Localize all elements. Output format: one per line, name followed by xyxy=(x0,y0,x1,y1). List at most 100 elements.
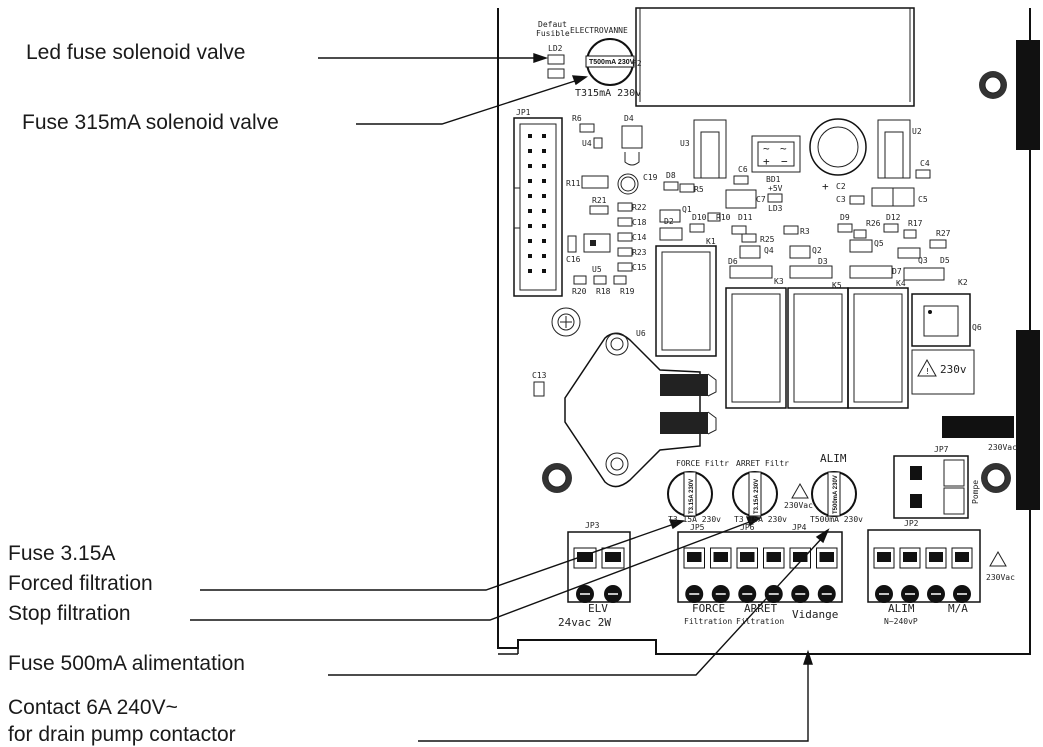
svg-text:R22: R22 xyxy=(632,203,647,212)
callout-stop-filtration: Stop filtration xyxy=(8,602,131,625)
svg-text:BD1: BD1 xyxy=(766,175,781,184)
terminal-jp3 xyxy=(567,531,631,603)
fuse-row: FORCE Filtr ARRET Filtr ALIM T3.15A 230V… xyxy=(667,452,863,524)
callout-fuse-500ma: Fuse 500mA alimentation xyxy=(8,652,245,675)
svg-text:R26: R26 xyxy=(866,219,881,228)
svg-text:C16: C16 xyxy=(566,255,581,264)
label-defaut: Defaut xyxy=(538,20,567,29)
header-jp1: JP1 xyxy=(513,108,563,297)
svg-text:Q1: Q1 xyxy=(682,205,692,214)
label-ld2: LD2 xyxy=(548,44,563,53)
relay-k4 xyxy=(847,287,909,409)
svg-text:ALIM: ALIM xyxy=(888,602,915,615)
svg-text:R23: R23 xyxy=(632,248,647,257)
svg-text:D12: D12 xyxy=(886,213,901,222)
svg-text:R20: R20 xyxy=(572,287,587,296)
svg-text:R5: R5 xyxy=(694,185,704,194)
svg-text:JP7: JP7 xyxy=(934,445,949,454)
svg-text:ELV: ELV xyxy=(588,602,608,615)
svg-text:230Vac: 230Vac xyxy=(784,501,813,510)
svg-text:C4: C4 xyxy=(920,159,930,168)
svg-text:K5: K5 xyxy=(832,281,842,290)
svg-text:R21: R21 xyxy=(592,196,607,205)
svg-text:C3: C3 xyxy=(836,195,846,204)
label-f2: F2 xyxy=(632,59,642,68)
svg-text:ARRET Filtr: ARRET Filtr xyxy=(736,459,789,468)
solenoid-fuse-block: Defaut Fusible ELECTROVANNE LD2 T500mA 2… xyxy=(536,20,642,99)
svg-text:C5: C5 xyxy=(918,195,928,204)
svg-text:+5V: +5V xyxy=(768,184,783,193)
svg-text:K1: K1 xyxy=(706,237,716,246)
svg-text:Q4: Q4 xyxy=(764,246,774,255)
svg-text:JP3: JP3 xyxy=(585,521,600,530)
svg-text:U5: U5 xyxy=(592,265,602,274)
svg-text:T500mA 230V: T500mA 230V xyxy=(833,475,839,514)
relay-k5 xyxy=(787,287,849,409)
svg-text:D10: D10 xyxy=(692,213,707,222)
svg-text:24vac 2W: 24vac 2W xyxy=(558,616,611,629)
fuse-arret: T3.15A 230V xyxy=(732,471,778,517)
driver-components: D10 R10 D11 R3 D9 R26 D12 R17 R27 K1 R25… xyxy=(689,212,968,290)
terminal-blocks: JP3 ELV 24vac 2W JP5 JP6 JP4 FORCE ARRET… xyxy=(558,519,1015,629)
svg-text:D9: D9 xyxy=(840,213,850,222)
terminal-jp2 xyxy=(867,529,981,603)
svg-text:D11: D11 xyxy=(738,213,753,222)
callout-labels: Led fuse solenoid valve Fuse 315mA solen… xyxy=(8,41,279,746)
warning-230v: 230v xyxy=(940,363,967,376)
svg-text:JP1: JP1 xyxy=(516,108,531,117)
svg-text:D7: D7 xyxy=(892,267,902,276)
svg-text:R18: R18 xyxy=(596,287,611,296)
svg-text:ALIM: ALIM xyxy=(820,452,847,465)
svg-text:R25: R25 xyxy=(760,235,775,244)
led-ld2 xyxy=(547,54,565,65)
svg-text:Filtration: Filtration xyxy=(684,617,732,626)
svg-text:M/A: M/A xyxy=(948,602,968,615)
svg-text:Q5: Q5 xyxy=(874,239,884,248)
svg-text:230Vac: 230Vac xyxy=(988,443,1017,452)
callout-forced-filtration: Forced filtration xyxy=(8,572,153,595)
svg-text:C2: C2 xyxy=(836,182,846,191)
capacitor-c2 xyxy=(809,118,867,176)
fuse-f2-rating: T500mA 230V xyxy=(589,59,635,66)
svg-text:Filtration: Filtration xyxy=(736,617,784,626)
svg-text:FORCE Filtr: FORCE Filtr xyxy=(676,459,729,468)
svg-text:K3: K3 xyxy=(774,277,784,286)
svg-text:C19: C19 xyxy=(643,173,658,182)
relays: Q6 ! 230v xyxy=(655,245,982,409)
svg-text:+: + xyxy=(763,155,770,168)
mounting-hardware: C13 U6 230Vac xyxy=(532,40,1040,510)
svg-text:!: ! xyxy=(925,367,930,376)
svg-text:+: + xyxy=(822,180,829,193)
svg-text:Vidange: Vidange xyxy=(792,608,838,621)
svg-text:T3 15A 230v: T3 15A 230v xyxy=(734,515,787,524)
svg-text:C18: C18 xyxy=(632,218,647,227)
svg-text:T3.15A 230V: T3.15A 230V xyxy=(754,479,760,514)
svg-text:R3: R3 xyxy=(800,227,810,236)
opto-q6 xyxy=(911,293,971,347)
callout-fuse-315a: Fuse 3.15A xyxy=(8,542,115,565)
svg-text:LD3: LD3 xyxy=(768,204,783,213)
label-pompe: Pompe xyxy=(971,480,980,504)
terminal-jp5-jp6-jp4 xyxy=(677,531,843,603)
svg-text:JP6: JP6 xyxy=(740,523,755,532)
svg-text:R10: R10 xyxy=(716,213,731,222)
svg-text:FORCE: FORCE xyxy=(692,602,725,615)
svg-text:U3: U3 xyxy=(680,139,690,148)
svg-text:U4: U4 xyxy=(582,139,592,148)
svg-text:−: − xyxy=(781,155,788,168)
relay-k1 xyxy=(655,245,717,357)
svg-text:D8: D8 xyxy=(666,171,676,180)
svg-text:U6: U6 xyxy=(636,329,646,338)
callout-contact-6a: Contact 6A 240V~ xyxy=(8,696,178,719)
svg-text:R17: R17 xyxy=(908,219,923,228)
label-electrovanne: ELECTROVANNE xyxy=(570,26,628,35)
svg-text:Q2: Q2 xyxy=(812,246,822,255)
label-fusible: Fusible xyxy=(536,29,570,38)
svg-text:C15: C15 xyxy=(632,263,647,272)
leader-lines xyxy=(190,53,830,742)
bridge-bd1 xyxy=(751,135,801,173)
board-outline xyxy=(497,7,1031,655)
label-t315: T315mA 230v xyxy=(575,88,641,99)
svg-text:D3: D3 xyxy=(818,257,828,266)
svg-text:T3 15A 230v: T3 15A 230v xyxy=(668,515,721,524)
